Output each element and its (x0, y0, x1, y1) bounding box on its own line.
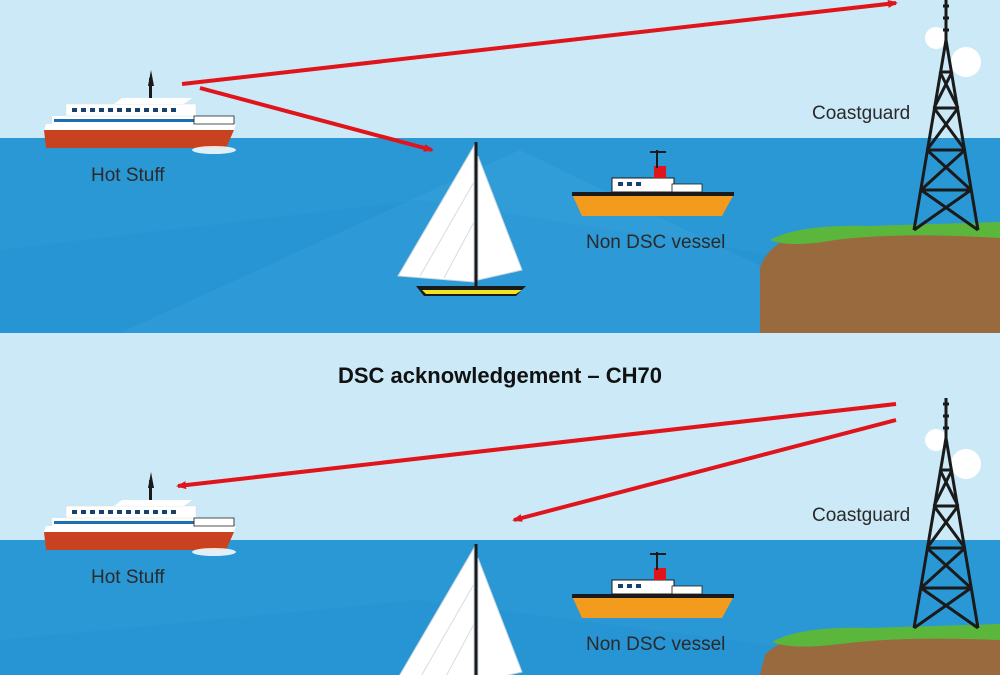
page-title: DSC acknowledgement – CH70 (338, 363, 662, 388)
white-cloud (925, 429, 981, 479)
signal-arrow-icon (181, 0, 898, 86)
non-dsc-label: Non DSC vessel (586, 232, 725, 253)
panel-call: Hot Stuff Non DSC vessel Coastguard (0, 0, 1000, 333)
white-cloud (925, 27, 981, 77)
panel-acknowledgement: Hot Stuff Non DSC vessel Coastguard (0, 396, 1000, 675)
cliff (760, 225, 1000, 333)
signal-arrow-icon (199, 86, 434, 152)
signal-arrow-icon (512, 418, 897, 522)
vessel-label: Hot Stuff (91, 165, 165, 186)
signal-arrow-icon (176, 402, 897, 490)
coastguard-label: Coastguard (812, 103, 910, 124)
grass (770, 222, 1000, 244)
vessel-label: Hot Stuff (91, 567, 165, 588)
non-dsc-label: Non DSC vessel (586, 634, 725, 655)
coastguard-label: Coastguard (812, 505, 910, 526)
grass (772, 624, 1000, 647)
